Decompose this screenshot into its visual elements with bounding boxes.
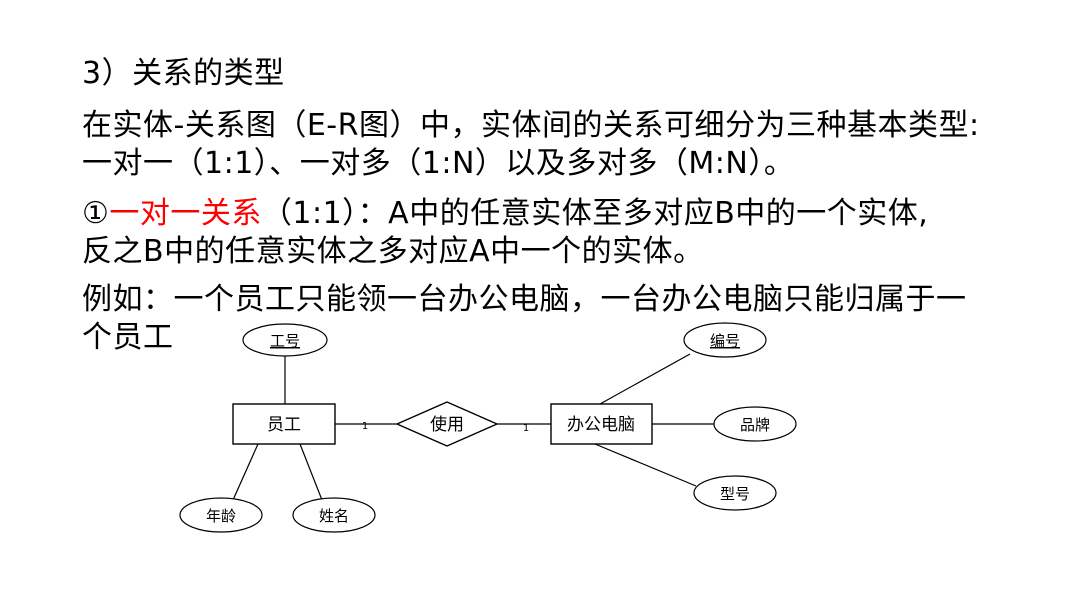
circled-number-marker: ① <box>82 196 110 231</box>
attr-emp-age-ellipse <box>179 497 263 533</box>
attr-pc-brand-ellipse <box>713 406 797 442</box>
relationship-label: 使用 <box>430 414 464 435</box>
attr-pc-id-ellipse <box>683 322 767 358</box>
slide-heading: 3）关系的类型 <box>82 56 285 91</box>
connector-pc-id <box>599 353 691 405</box>
para2-line1: ①一对一关系（1:1）：A中的任意实体至多对应B中的一个实体, <box>82 196 928 232</box>
para2-line1-rest: （1:1）：A中的任意实体至多对应B中的一个实体, <box>261 196 929 231</box>
entity-computer-label: 办公电脑 <box>567 415 635 435</box>
cardinality-left: 1 <box>362 421 368 432</box>
connector-emp-name <box>299 443 323 501</box>
cardinality-right: 1 <box>523 423 529 434</box>
entity-employee-label: 员工 <box>267 415 301 435</box>
para3-line1: 例如：一个员工只能领一台办公电脑，一台办公电脑只能归属于一 <box>82 282 967 317</box>
para1-line2: 一对一（1:1）、一对多（1:N）以及多对多（M:N）。 <box>82 146 795 181</box>
er-connectors <box>232 353 714 501</box>
one-to-one-highlight: 一对一关系 <box>109 196 262 231</box>
connector-pc-model <box>594 443 697 487</box>
para3-line2: 个员工 <box>82 320 174 355</box>
relationship-diamond <box>395 401 499 447</box>
para2-line2: 反之B中的任意实体之多对应A中一个的实体。 <box>82 234 704 269</box>
attr-pc-model-label: 型号 <box>720 485 750 503</box>
attr-pc-model-ellipse <box>693 475 777 511</box>
attr-pc-id-label: 编号 <box>710 332 740 350</box>
entity-employee-box <box>232 403 336 445</box>
para1-line1: 在实体-关系图（E-R图）中，实体间的关系可细分为三种基本类型: <box>82 108 980 143</box>
attr-emp-name-label: 姓名 <box>319 507 349 525</box>
attr-emp-name-ellipse <box>292 497 376 533</box>
attr-emp-id-ellipse <box>242 323 328 357</box>
connector-emp-age <box>232 443 259 501</box>
attr-emp-id-label: 工号 <box>270 332 300 350</box>
entity-computer-box <box>550 403 653 445</box>
attr-pc-brand-label: 品牌 <box>740 416 770 434</box>
attr-emp-age-label: 年龄 <box>206 507 236 525</box>
